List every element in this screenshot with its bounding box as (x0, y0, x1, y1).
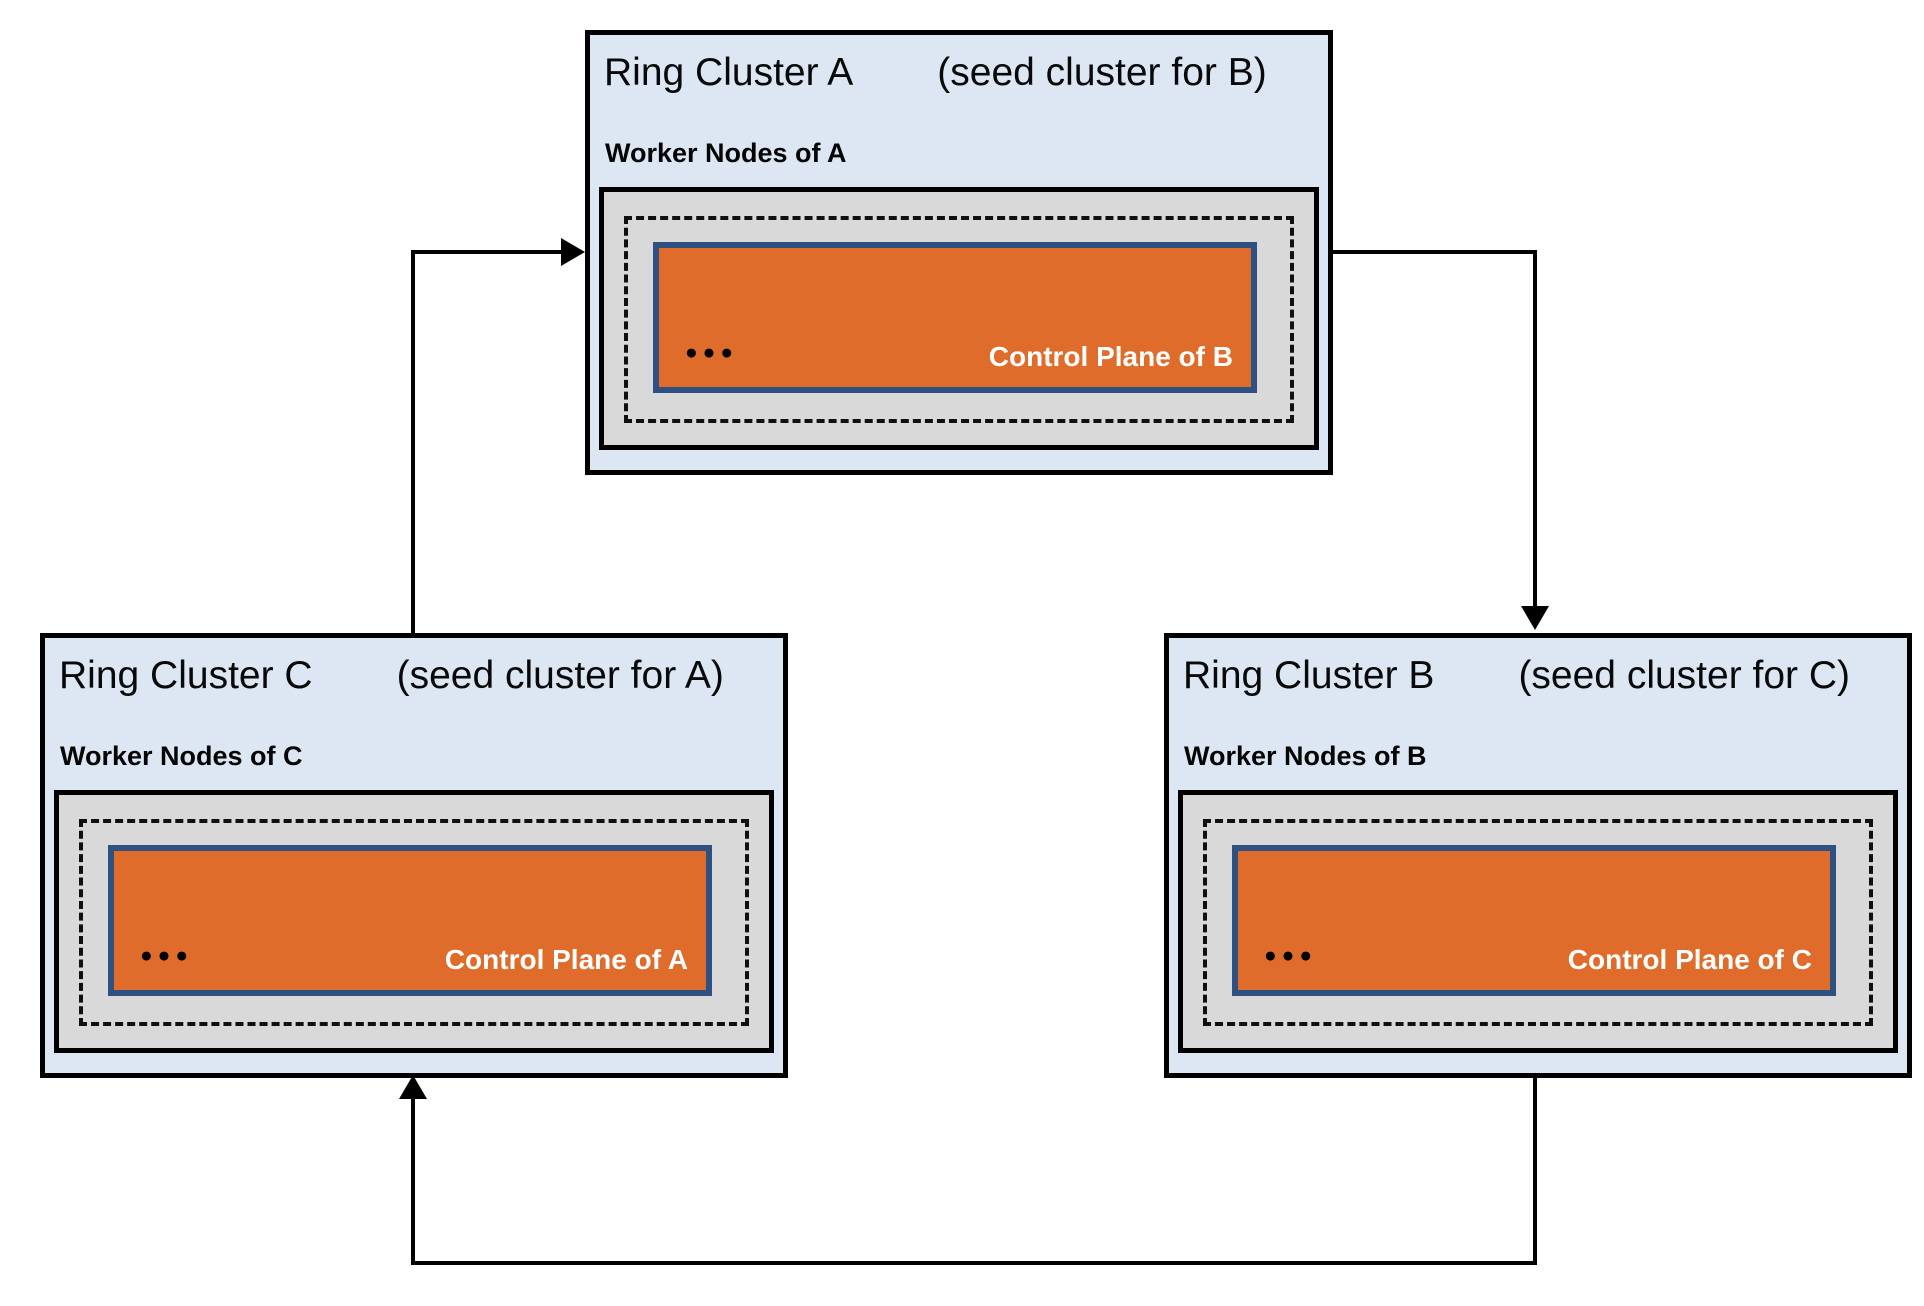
cluster-a-dashed-border: ●●● Control Plane of B (624, 216, 1294, 423)
cluster-c-dashed-border: ●●● Control Plane of A (79, 819, 749, 1026)
control-plane-of-c-box: ●●● Control Plane of C (1232, 845, 1836, 996)
cluster-c-seed-note: (seed cluster for A) (396, 654, 724, 697)
cluster-c-worker-nodes-box: ●●● Control Plane of A (54, 790, 774, 1053)
arrowhead-into-cluster-c-icon (399, 1075, 427, 1099)
cluster-a-seed-note: (seed cluster for B) (937, 51, 1267, 94)
control-plane-of-a-label: Control Plane of A (444, 943, 688, 975)
cluster-a-title: Ring Cluster A (604, 51, 854, 94)
cluster-c-worker-label: Worker Nodes of C (60, 741, 303, 771)
cluster-a-title-row: Ring Cluster A (seed cluster for B) (604, 51, 1322, 96)
control-plane-of-b-label: Control Plane of B (988, 340, 1233, 372)
cluster-b-seed-note: (seed cluster for C) (1518, 654, 1851, 697)
arrow-c-to-a-vertical-line (411, 250, 415, 635)
control-plane-of-b-box: ●●● Control Plane of B (653, 242, 1257, 393)
arrow-b-to-c-left-vertical-line (411, 1099, 415, 1265)
arrow-b-to-c-right-vertical-line (1533, 1077, 1537, 1265)
cluster-c-title: Ring Cluster C (59, 654, 313, 697)
ellipsis-dots-icon: ●●● (1264, 944, 1318, 967)
cluster-c-box: Ring Cluster C (seed cluster for A) Worke… (40, 633, 788, 1078)
arrowhead-into-cluster-b-icon (1521, 606, 1549, 630)
cluster-a-box: Ring Cluster A (seed cluster for B) Worke… (585, 30, 1333, 475)
arrow-c-to-a-horizontal-line (413, 250, 563, 254)
cluster-b-worker-nodes-box: ●●● Control Plane of C (1178, 790, 1898, 1053)
cluster-a-worker-label: Worker Nodes of A (605, 138, 847, 168)
cluster-b-dashed-border: ●●● Control Plane of C (1203, 819, 1873, 1026)
ellipsis-dots-icon: ●●● (685, 341, 739, 364)
arrow-a-to-b-vertical-line (1533, 250, 1537, 608)
cluster-b-worker-label: Worker Nodes of B (1184, 741, 1427, 771)
cluster-b-box: Ring Cluster B (seed cluster for C) Worke… (1164, 633, 1912, 1078)
arrow-b-to-c-bottom-horizontal-line (411, 1261, 1537, 1265)
cluster-a-worker-nodes-box: ●●● Control Plane of B (599, 187, 1319, 450)
cluster-b-title: Ring Cluster B (1183, 654, 1435, 697)
cluster-c-title-row: Ring Cluster C (seed cluster for A) (59, 654, 777, 699)
arrowhead-into-cluster-a-icon (561, 238, 585, 266)
control-plane-of-c-label: Control Plane of C (1567, 943, 1812, 975)
control-plane-of-a-box: ●●● Control Plane of A (108, 845, 712, 996)
cluster-b-title-row: Ring Cluster B (seed cluster for C) (1183, 654, 1901, 699)
arrow-a-to-b-horizontal-line (1332, 250, 1535, 254)
ellipsis-dots-icon: ●●● (140, 944, 194, 967)
